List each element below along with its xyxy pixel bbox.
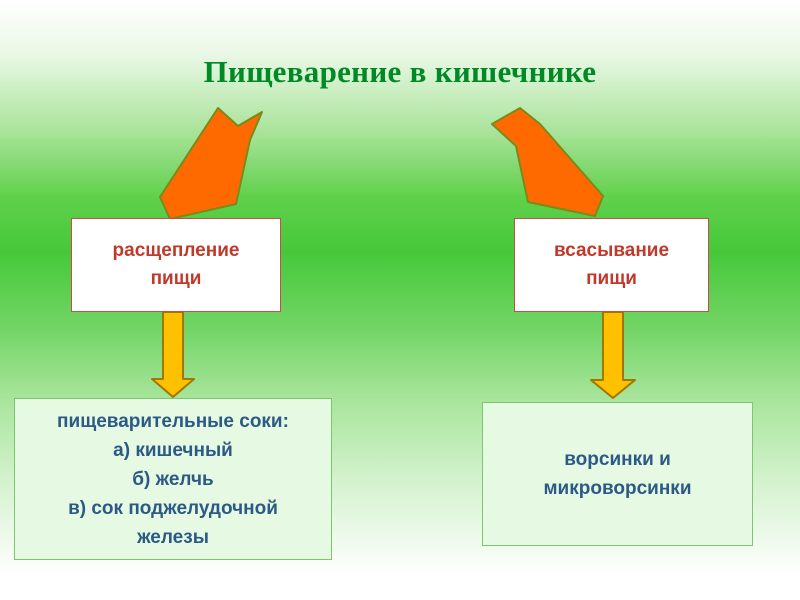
absorption-line-1: всасывание [553, 240, 670, 261]
left-down-arrow [151, 311, 195, 398]
juices-line-5: железы [137, 526, 209, 548]
absorption-box: всасывание пищи [514, 218, 709, 312]
juices-line-4: в) сок поджелудочной [68, 497, 278, 519]
juices-line-1: пищеварительные соки: [57, 410, 289, 432]
breakdown-box: расщепление пищи [71, 218, 281, 312]
villi-line-2: микроворсинки [543, 478, 692, 499]
digestive-juices-box: пищеварительные соки: а) кишечный б) жел… [14, 398, 332, 560]
juices-line-3: б) желчь [132, 468, 214, 490]
juices-line-2: а) кишечный [113, 439, 233, 461]
right-branch-arrow [491, 107, 604, 217]
left-branch-arrow [159, 107, 263, 220]
right-down-arrow [590, 311, 636, 399]
page-title: Пищеварение в кишечнике [203, 54, 597, 89]
breakdown-line-1: расщепление [112, 240, 240, 261]
villi-box: ворсинки и микроворсинки [482, 402, 753, 546]
absorption-line-2: пищи [586, 268, 637, 289]
villi-line-1: ворсинки и [564, 449, 671, 470]
breakdown-line-2: пищи [150, 268, 202, 289]
